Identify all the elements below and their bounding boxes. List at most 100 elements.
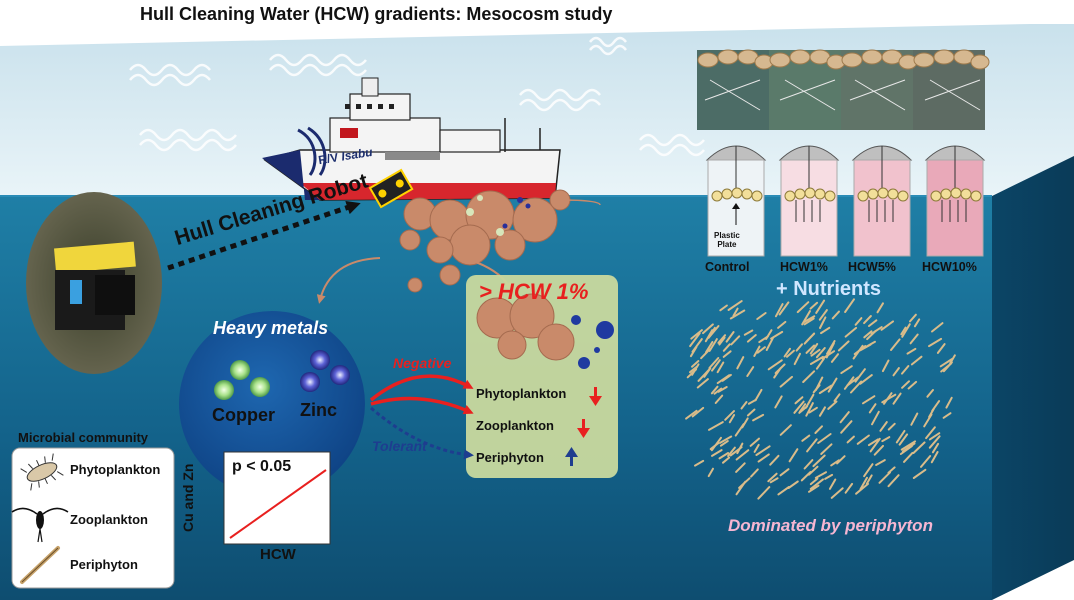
periphyton-cell bbox=[830, 487, 844, 499]
periphyton-cell bbox=[691, 406, 705, 418]
periphyton-cell bbox=[779, 375, 793, 388]
research-vessel bbox=[262, 77, 561, 201]
periphyton-cell bbox=[920, 455, 932, 468]
periphyton-swarm bbox=[685, 298, 956, 500]
periphyton-cell bbox=[881, 436, 891, 443]
periphyton-cell bbox=[746, 366, 755, 377]
periphyton-cell bbox=[901, 380, 910, 389]
periphyton-cell bbox=[800, 471, 812, 482]
periphyton-cell bbox=[923, 413, 933, 428]
dominated-label: Dominated by periphyton bbox=[728, 516, 933, 535]
periphyton-cell bbox=[808, 406, 818, 414]
figure-title: Hull Cleaning Water (HCW) gradients: Mes… bbox=[140, 4, 613, 24]
nutrients-label: + Nutrients bbox=[776, 278, 882, 300]
periphyton-cell bbox=[930, 451, 939, 464]
periphyton-cell bbox=[878, 471, 891, 484]
periphyton-cell bbox=[846, 376, 860, 387]
periphyton-cell bbox=[722, 343, 731, 352]
periphyton-cell bbox=[892, 367, 900, 377]
periphyton-cell bbox=[815, 357, 825, 370]
mesocosm-label-control: Control bbox=[705, 260, 750, 274]
periphyton-cell bbox=[928, 432, 941, 441]
periphyton-cell bbox=[903, 451, 914, 463]
periphyton-cell bbox=[887, 422, 896, 431]
periphyton-cell bbox=[754, 388, 763, 402]
periphyton-cell bbox=[704, 329, 714, 343]
periphyton-cell bbox=[753, 345, 761, 357]
periphyton-cell bbox=[926, 389, 934, 398]
periphyton-cell bbox=[805, 402, 814, 417]
periphyton-cell bbox=[717, 386, 728, 393]
periphyton-cell bbox=[700, 348, 711, 360]
periphyton-cell bbox=[949, 354, 956, 365]
periphyton-cell bbox=[855, 482, 869, 495]
periphyton-cell bbox=[805, 344, 816, 354]
periphyton-cell bbox=[803, 317, 815, 326]
periphyton-cell bbox=[859, 476, 868, 491]
periphyton-cell bbox=[718, 336, 726, 346]
sea-side bbox=[992, 156, 1074, 600]
periphyton-cell bbox=[717, 334, 727, 344]
threshold-label: > HCW 1% bbox=[479, 279, 589, 304]
periphyton-cell bbox=[757, 453, 770, 463]
periphyton-cell bbox=[769, 454, 780, 466]
mesocosm-label-hcw1: HCW1% bbox=[780, 260, 828, 274]
zinc-label: Zinc bbox=[300, 400, 338, 420]
periphyton-cell bbox=[719, 435, 733, 444]
periphyton-cell bbox=[900, 326, 907, 336]
periphyton-cell bbox=[936, 343, 946, 354]
periphyton-cell bbox=[942, 412, 952, 419]
periphyton-cell bbox=[743, 329, 754, 336]
legend-item-zooplankton: Zooplankton bbox=[70, 512, 148, 527]
periphyton-cell bbox=[817, 433, 832, 444]
periphyton-cell bbox=[735, 462, 746, 473]
periphyton-cell bbox=[826, 340, 836, 355]
plastic-plate-label: Plastic Plate bbox=[714, 231, 740, 249]
periphyton-cell bbox=[820, 443, 833, 455]
tolerant-label: Tolerant bbox=[372, 438, 427, 454]
periphyton-cell bbox=[827, 377, 838, 393]
periphyton-cell bbox=[798, 403, 807, 413]
periphyton-cell bbox=[696, 378, 709, 389]
periphyton-cell bbox=[769, 477, 779, 484]
periphyton-cell bbox=[727, 300, 743, 311]
periphyton-cell bbox=[887, 474, 900, 488]
periphyton-cell bbox=[900, 440, 917, 451]
periphyton-cell bbox=[697, 368, 711, 382]
periphyton-cell bbox=[809, 478, 824, 490]
periphyton-cell bbox=[719, 304, 728, 312]
periphyton-cell bbox=[812, 384, 821, 394]
periphyton-cell bbox=[830, 459, 840, 467]
periphyton-cell bbox=[854, 368, 866, 383]
periphyton-cell bbox=[898, 433, 909, 446]
periphyton-cell bbox=[810, 348, 821, 357]
periphyton-cell bbox=[824, 473, 834, 480]
periphyton-cell bbox=[802, 370, 816, 383]
periphyton-cell bbox=[801, 434, 811, 442]
periphyton-cell bbox=[708, 357, 720, 369]
periphyton-cell bbox=[738, 477, 751, 489]
response-arrow-2 bbox=[565, 447, 578, 466]
periphyton-cell bbox=[815, 299, 826, 314]
periphyton-cell bbox=[862, 395, 876, 405]
periphyton-cell bbox=[820, 326, 831, 335]
legend-title: Microbial community bbox=[18, 430, 149, 445]
periphyton-cell bbox=[863, 330, 873, 339]
periphyton-cell bbox=[689, 332, 701, 348]
periphyton-cell bbox=[945, 396, 953, 409]
periphyton-cell bbox=[691, 338, 703, 353]
periphyton-cell bbox=[722, 456, 731, 464]
periphyton-cell bbox=[702, 323, 714, 335]
periphyton-cell bbox=[796, 301, 810, 314]
copper-label: Copper bbox=[212, 405, 275, 425]
periphyton-cell bbox=[901, 365, 910, 375]
threshold-box-plume bbox=[476, 293, 575, 361]
periphyton-cell bbox=[940, 362, 952, 373]
periphyton-cell bbox=[747, 398, 757, 405]
periphyton-cell bbox=[757, 486, 771, 500]
periphyton-cell bbox=[729, 309, 746, 320]
periphyton-cell bbox=[881, 359, 890, 373]
periphyton-cell bbox=[710, 385, 719, 395]
periphyton-cell bbox=[749, 437, 760, 447]
periphyton-cell bbox=[730, 335, 741, 346]
